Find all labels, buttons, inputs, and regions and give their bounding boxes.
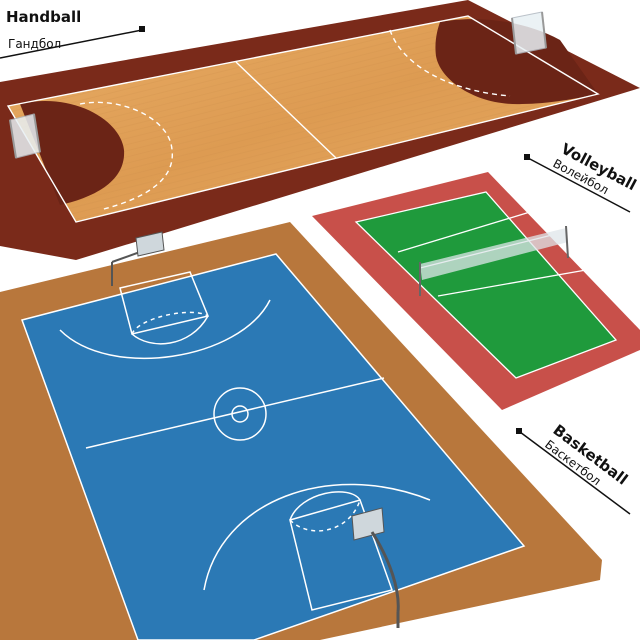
handball-left-goal-area — [20, 101, 125, 205]
basketball-court — [0, 222, 602, 640]
volleyball-court — [312, 172, 640, 410]
handball-left-goal — [9, 113, 41, 159]
handball-title: Handball — [6, 8, 81, 26]
basketball-bottom-hoop — [351, 507, 400, 628]
handball-subtitle: Гандбол — [8, 37, 61, 51]
handball-right-goal — [511, 11, 547, 55]
handball-lines — [6, 15, 600, 223]
volleyball-net — [419, 225, 569, 296]
basketball-lines — [21, 253, 526, 640]
basketball-top-hoop — [111, 231, 165, 286]
basketball-playing-area — [22, 254, 524, 640]
volleyball-label: Volleyball Волейбол — [524, 140, 639, 213]
handball-right-goal-area — [435, 19, 598, 105]
label-marker-icon — [139, 26, 145, 32]
handball-label: Handball Гандбол — [0, 8, 145, 59]
volleyball-playing-area — [356, 192, 616, 378]
handball-court — [0, 0, 640, 260]
